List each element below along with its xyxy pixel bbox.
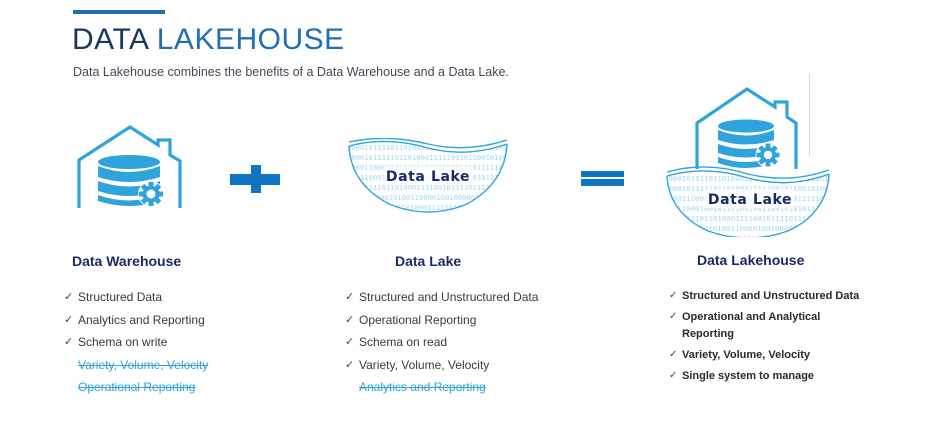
column-title-data-lake: Data Lake bbox=[395, 253, 462, 269]
feature-item-missing: Operational Reporting bbox=[78, 380, 196, 394]
check-icon: ✓ bbox=[345, 358, 355, 371]
svg-text:000010111110110100011111001011: 0000101111101101000111110010110010100001… bbox=[347, 153, 509, 162]
svg-text:000010111110110100011111001011: 0000101111101101000111110010110010100001… bbox=[664, 184, 832, 193]
feature-item: ✓Operational and Analytical Reporting bbox=[669, 311, 821, 340]
column-title-data-warehouse: Data Warehouse bbox=[72, 253, 182, 269]
svg-text:11010001111101000111: 11010001111101000111 bbox=[716, 234, 805, 237]
data-warehouse-features: ✓Structured Data ✓Analytics and Reportin… bbox=[64, 289, 208, 402]
svg-text:000001010011000010010000010100: 0000010100110000100100000101001100001001 bbox=[686, 224, 832, 233]
warehouse-icon bbox=[77, 125, 182, 208]
data-lake-features: ✓Structured and Unstructured Data ✓Opera… bbox=[345, 289, 538, 402]
divider-line bbox=[809, 74, 810, 156]
data-lake-icon: 0000101111011010001111100000010111101101… bbox=[347, 138, 509, 213]
title-part-lakehouse: LAKEHOUSE bbox=[156, 23, 345, 56]
svg-text:101110001001011010010011001010: 1011100010010110100100110010101011101110… bbox=[664, 204, 832, 213]
data-lakehouse-features: ✓Structured and Unstructured Data ✓Opera… bbox=[669, 288, 872, 389]
title-part-data: DATA bbox=[72, 23, 148, 56]
svg-text:11010001111101000111: 11010001111101000111 bbox=[397, 203, 484, 212]
equals-operator-bottom bbox=[581, 179, 624, 186]
svg-text:101111110110100011110010111101: 1011111101101000111100101111011111101101… bbox=[347, 183, 509, 192]
feature-item-missing: Variety, Volume, Velocity bbox=[78, 357, 209, 372]
feature-item: ✓Analytics and Reporting bbox=[64, 312, 205, 327]
plus-operator-vertical bbox=[251, 165, 261, 193]
svg-text:000001010011000010010000010100: 0000010100110000100100000101001100001001 bbox=[367, 193, 509, 202]
page-subtitle: Data Lakehouse combines the benefits of … bbox=[73, 65, 509, 79]
page-title: DATA LAKEHOUSE bbox=[72, 23, 345, 57]
feature-item: ✓Operational Reporting bbox=[345, 312, 477, 327]
column-title-data-lakehouse: Data Lakehouse bbox=[697, 252, 805, 268]
feature-item: ✓Schema on write bbox=[64, 335, 168, 349]
check-icon: ✓ bbox=[345, 291, 355, 303]
data-lake-icon-label: Data Lake bbox=[386, 169, 470, 185]
lakehouse-icon: 0000101111011010001111100000010111101101… bbox=[664, 87, 832, 237]
check-icon: ✓ bbox=[669, 348, 678, 360]
feature-item: ✓Structured and Unstructured Data bbox=[669, 288, 872, 305]
feature-item: ✓Variety, Volume, Velocity bbox=[345, 357, 490, 372]
svg-text:101111110110100011110010111101: 1011111101101000111100101111011111101101… bbox=[664, 214, 832, 223]
check-icon: ✓ bbox=[345, 336, 355, 348]
check-icon: ✓ bbox=[669, 290, 678, 301]
feature-item: ✓Variety, Volume, Velocity bbox=[669, 347, 872, 364]
lakehouse-icon-label: Data Lake bbox=[708, 192, 792, 208]
feature-item: ✓Structured and Unstructured Data bbox=[345, 290, 539, 304]
check-icon: ✓ bbox=[64, 336, 74, 348]
check-icon: ✓ bbox=[64, 313, 74, 326]
check-icon: ✓ bbox=[669, 311, 678, 322]
title-accent-bar bbox=[73, 10, 165, 14]
feature-item-missing: Analytics and Reporting bbox=[359, 380, 486, 394]
feature-item: ✓Schema on read bbox=[345, 335, 448, 349]
check-icon: ✓ bbox=[345, 313, 355, 326]
check-icon: ✓ bbox=[669, 369, 678, 381]
check-icon: ✓ bbox=[64, 291, 74, 303]
equals-operator-top bbox=[581, 171, 624, 177]
feature-item: ✓Single system to manage bbox=[669, 368, 872, 385]
feature-item: ✓Structured Data bbox=[64, 290, 163, 304]
